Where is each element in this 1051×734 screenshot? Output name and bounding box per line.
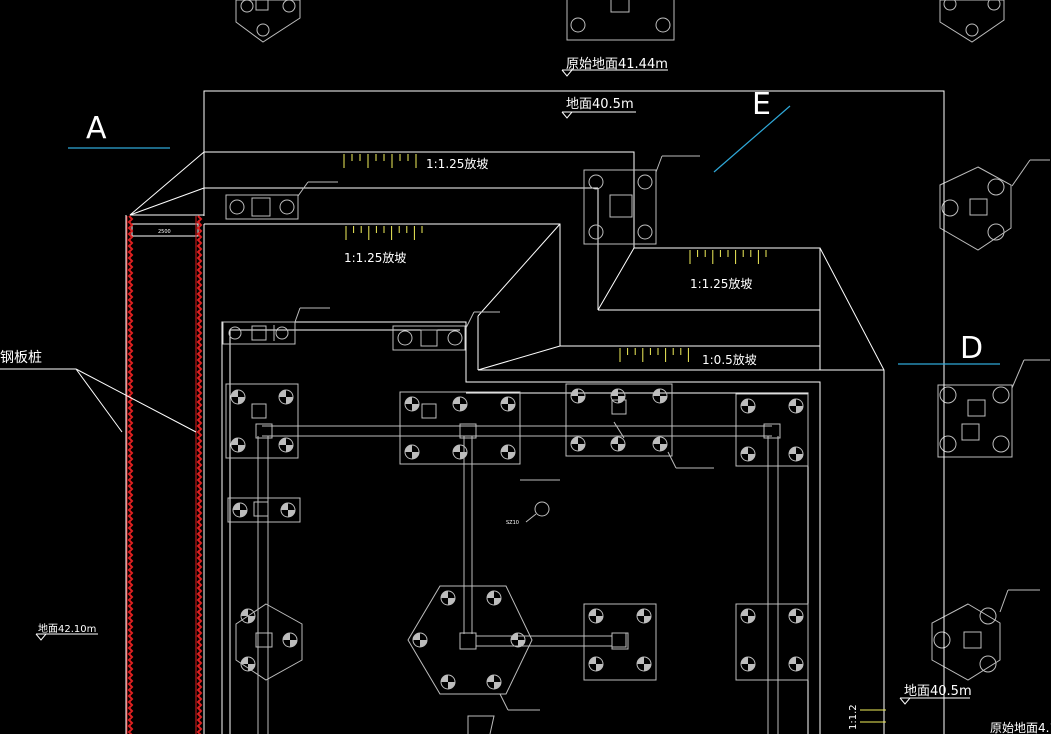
inner-pile-caps (225, 383, 809, 695)
label-slope-2: 1:1.25放坡 (344, 250, 406, 265)
label-sheet-pile: 钢板桩 (0, 349, 42, 366)
slope-hatch-2 (345, 226, 423, 240)
level-markers (35, 69, 970, 723)
pile-cap-right-2 (937, 359, 1050, 458)
label-orig-ground-br: 原始地面4.1 (990, 721, 1051, 734)
slope-hatch-4 (619, 348, 689, 362)
pile-cap-step-4 (392, 311, 500, 351)
pile-cap-top-right (939, 0, 1005, 43)
slope-hatch-1 (343, 154, 417, 168)
outer-pile-caps (235, 0, 1050, 681)
misc-marks (467, 451, 714, 734)
sheet-pile-right (195, 215, 203, 734)
axis-e-line (713, 105, 791, 173)
step-pile-caps (222, 155, 700, 351)
pile-cap-right-1 (939, 159, 1050, 251)
pile-cap-step-1 (225, 181, 338, 220)
pile-cap-top-left (235, 0, 301, 43)
tie-beams (255, 421, 781, 734)
pile-cap-right-3 (931, 589, 1040, 681)
label-width-dim: 2500 (158, 229, 171, 235)
label-slope-1: 1:1.25放坡 (426, 156, 488, 171)
label-center-mark: SZ10 (506, 520, 519, 526)
label-slope-partial: 1:1.2 (848, 704, 859, 730)
pile-cap-step-2 (583, 155, 700, 245)
pile-cap-step-3 (222, 307, 330, 345)
pile-cap-top-middle (566, 0, 675, 41)
sheet-pile-leader (0, 368, 197, 433)
label-ground-right: 地面40.5m (904, 684, 972, 699)
axis-label-a: A (86, 111, 107, 146)
sheet-pile-left (126, 215, 134, 734)
label-ground-top: 地面40.5m (566, 97, 634, 112)
axis-label-d: D (960, 331, 983, 366)
label-ground-left: 地面42.10m (38, 622, 96, 635)
axis-label-e: E (752, 87, 771, 122)
label-slope-4: 1:0.5放坡 (702, 352, 757, 367)
text-labels: A E D 原始地面41.44m 地面40.5m 地面40.5m 地面42.10… (0, 57, 1051, 734)
label-slope-3: 1:1.25放坡 (690, 276, 752, 291)
axis-lines (68, 105, 1000, 365)
label-orig-ground-top: 原始地面41.44m (566, 57, 668, 72)
excavation-outlines (125, 90, 945, 734)
slope-hatch-3 (689, 250, 767, 264)
